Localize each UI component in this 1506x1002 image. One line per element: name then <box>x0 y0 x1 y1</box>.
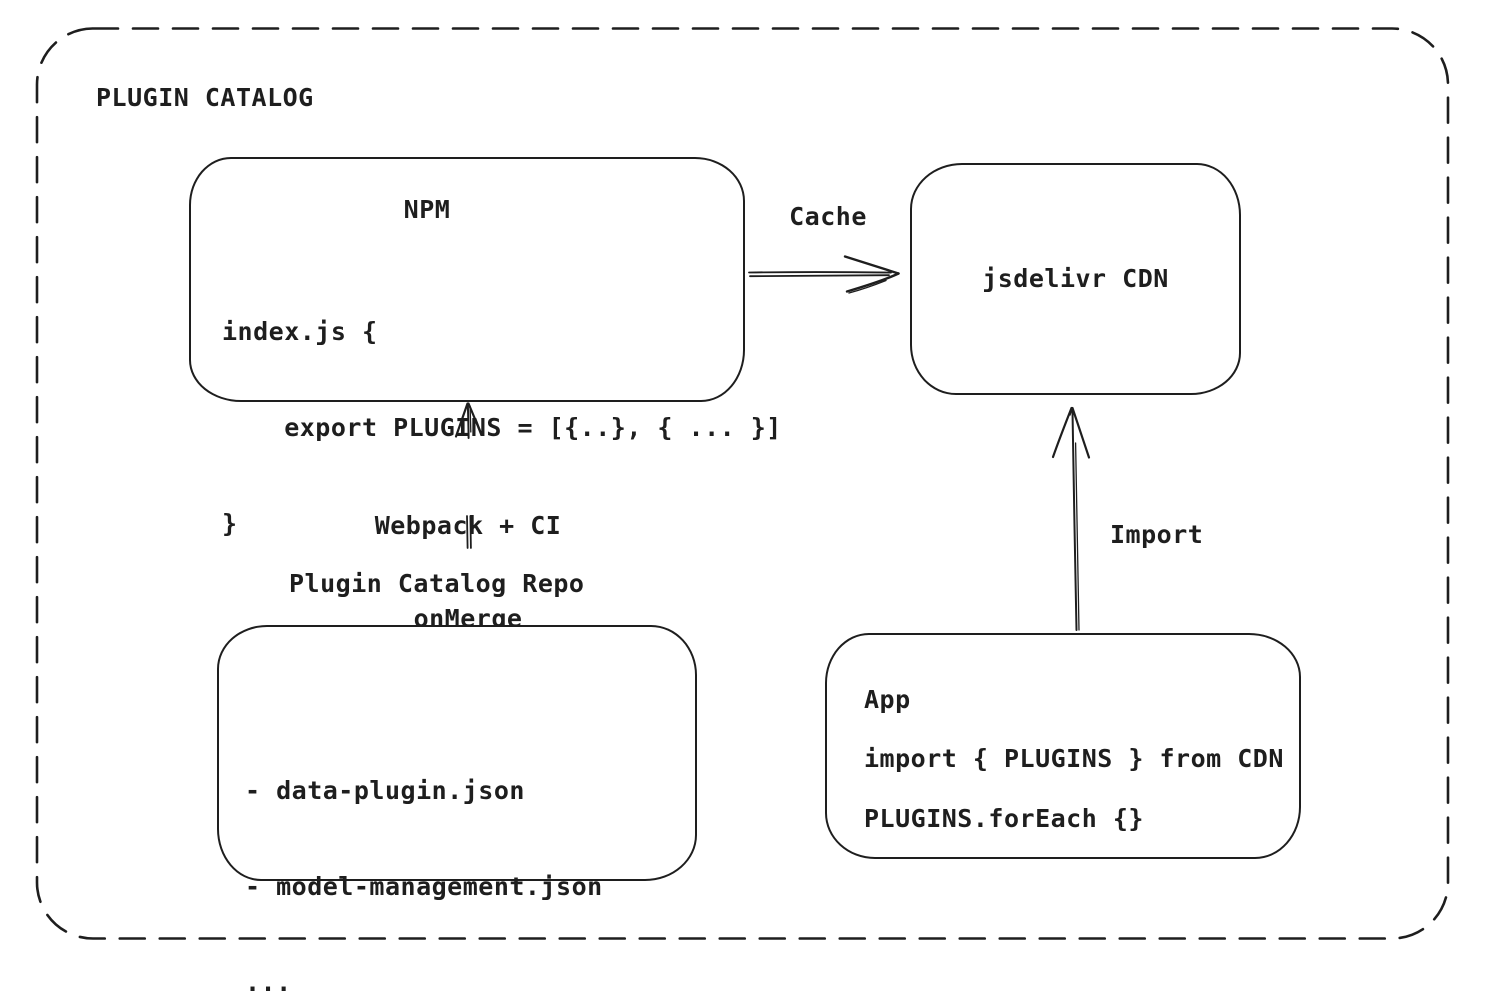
cdn-node-label: jsdelivr CDN <box>982 264 1169 293</box>
npm-code-line: index.js { <box>222 317 378 346</box>
import-arrow <box>1051 406 1091 631</box>
app-node: App import { PLUGINS } from CDN PLUGINS.… <box>825 633 1301 859</box>
app-code-line: import { PLUGINS } from CDN <box>864 744 1284 773</box>
npm-code-line: } <box>222 509 238 538</box>
import-edge-label: Import <box>1110 520 1204 549</box>
npm-node: NPM index.js { export PLUGINS = [{..}, {… <box>189 157 781 538</box>
repo-file-item: ... <box>245 968 292 997</box>
app-code-line: PLUGINS.forEach {} <box>864 804 1144 833</box>
frame-title: PLUGIN CATALOG <box>96 83 314 112</box>
cdn-node: jsdelivr CDN <box>910 163 1241 395</box>
repo-file-item: - data-plugin.json <box>245 776 525 805</box>
npm-node-title: NPM <box>403 195 451 224</box>
build-edge-label-line: Webpack + CI <box>374 511 562 540</box>
app-node-title: App <box>864 685 911 714</box>
repo-file-list: - data-plugin.json - model-management.js… <box>245 711 603 1002</box>
npm-code-block: index.js { export PLUGINS = [{..}, { ...… <box>222 252 782 604</box>
repo-file-item: - model-management.json <box>245 872 603 901</box>
repo-node-label: Plugin Catalog Repo <box>289 569 585 598</box>
repo-node: - data-plugin.json - model-management.js… <box>217 625 697 997</box>
npm-code-line: export PLUGINS = [{..}, { ... }] <box>222 413 782 442</box>
cache-edge-label: Cache <box>789 202 867 231</box>
